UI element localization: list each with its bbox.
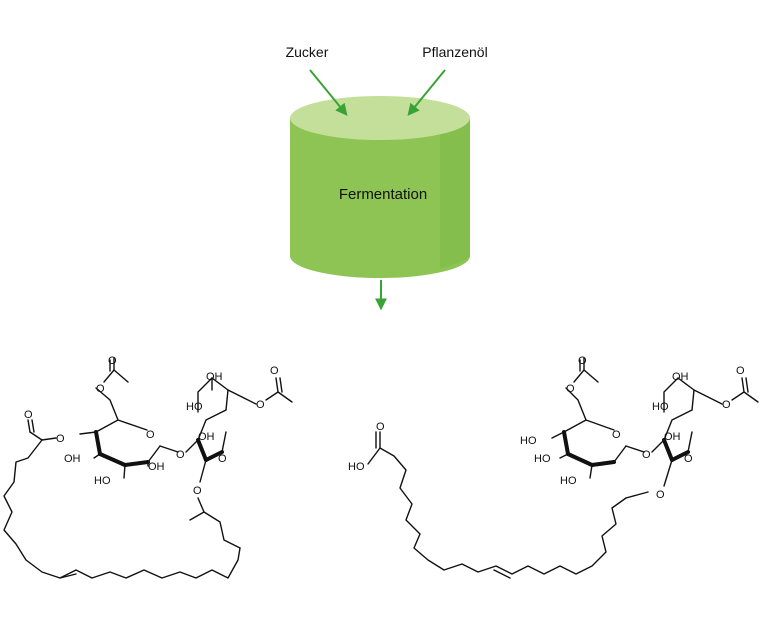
oil-label: Pflanzenöl bbox=[422, 44, 487, 60]
atom-label: OH bbox=[198, 431, 215, 443]
atom-label: O bbox=[96, 383, 105, 395]
atom-label: HO bbox=[652, 401, 669, 413]
tank-body bbox=[290, 118, 470, 278]
atom-label: OH bbox=[672, 371, 689, 383]
process-label: Fermentation bbox=[339, 186, 427, 203]
fermentation-tank: Fermentation bbox=[290, 96, 470, 278]
atom-label: O bbox=[193, 485, 202, 497]
atom-label: O bbox=[612, 429, 621, 441]
atom-label: HO bbox=[186, 401, 203, 413]
atom-label: O bbox=[270, 365, 279, 377]
atom-label: OH bbox=[206, 371, 223, 383]
atom-label: OH bbox=[664, 431, 681, 443]
sugar-label: Zucker bbox=[286, 44, 329, 60]
atom-label: O bbox=[146, 429, 155, 441]
atom-label: O bbox=[722, 399, 731, 411]
atom-label: O bbox=[578, 355, 587, 367]
atom-label: O bbox=[56, 433, 65, 445]
oil-arrow bbox=[407, 69, 446, 116]
tank-top bbox=[290, 96, 470, 140]
atom-label: O bbox=[218, 453, 227, 465]
atom-label: HO bbox=[534, 453, 551, 465]
atom-label: O bbox=[376, 421, 385, 433]
atom-label: O bbox=[684, 453, 693, 465]
atom-label: O bbox=[566, 383, 575, 395]
atom-label: HO bbox=[520, 435, 537, 447]
acidic-sophorolipid-structure: O HO O O HO HO HO O O OH HO OH O O O O bbox=[348, 355, 759, 579]
atom-label: O bbox=[108, 355, 117, 367]
atom-label: O bbox=[176, 449, 185, 461]
lactonic-sophorolipid-structure: O O O O O OH HO OH O OH HO OH O O O O bbox=[3, 355, 293, 579]
atom-label: O bbox=[736, 365, 745, 377]
atom-label: O bbox=[24, 409, 33, 421]
atom-label: HO bbox=[560, 475, 577, 487]
atom-label: HO bbox=[348, 461, 365, 473]
atom-label: OH bbox=[148, 461, 165, 473]
atom-label: OH bbox=[64, 453, 81, 465]
atom-label: O bbox=[256, 399, 265, 411]
atom-label: O bbox=[656, 489, 665, 501]
atom-label: HO bbox=[94, 475, 111, 487]
tank-body-shade bbox=[440, 118, 470, 268]
sugar-arrow bbox=[309, 69, 348, 116]
atom-label: O bbox=[642, 449, 651, 461]
